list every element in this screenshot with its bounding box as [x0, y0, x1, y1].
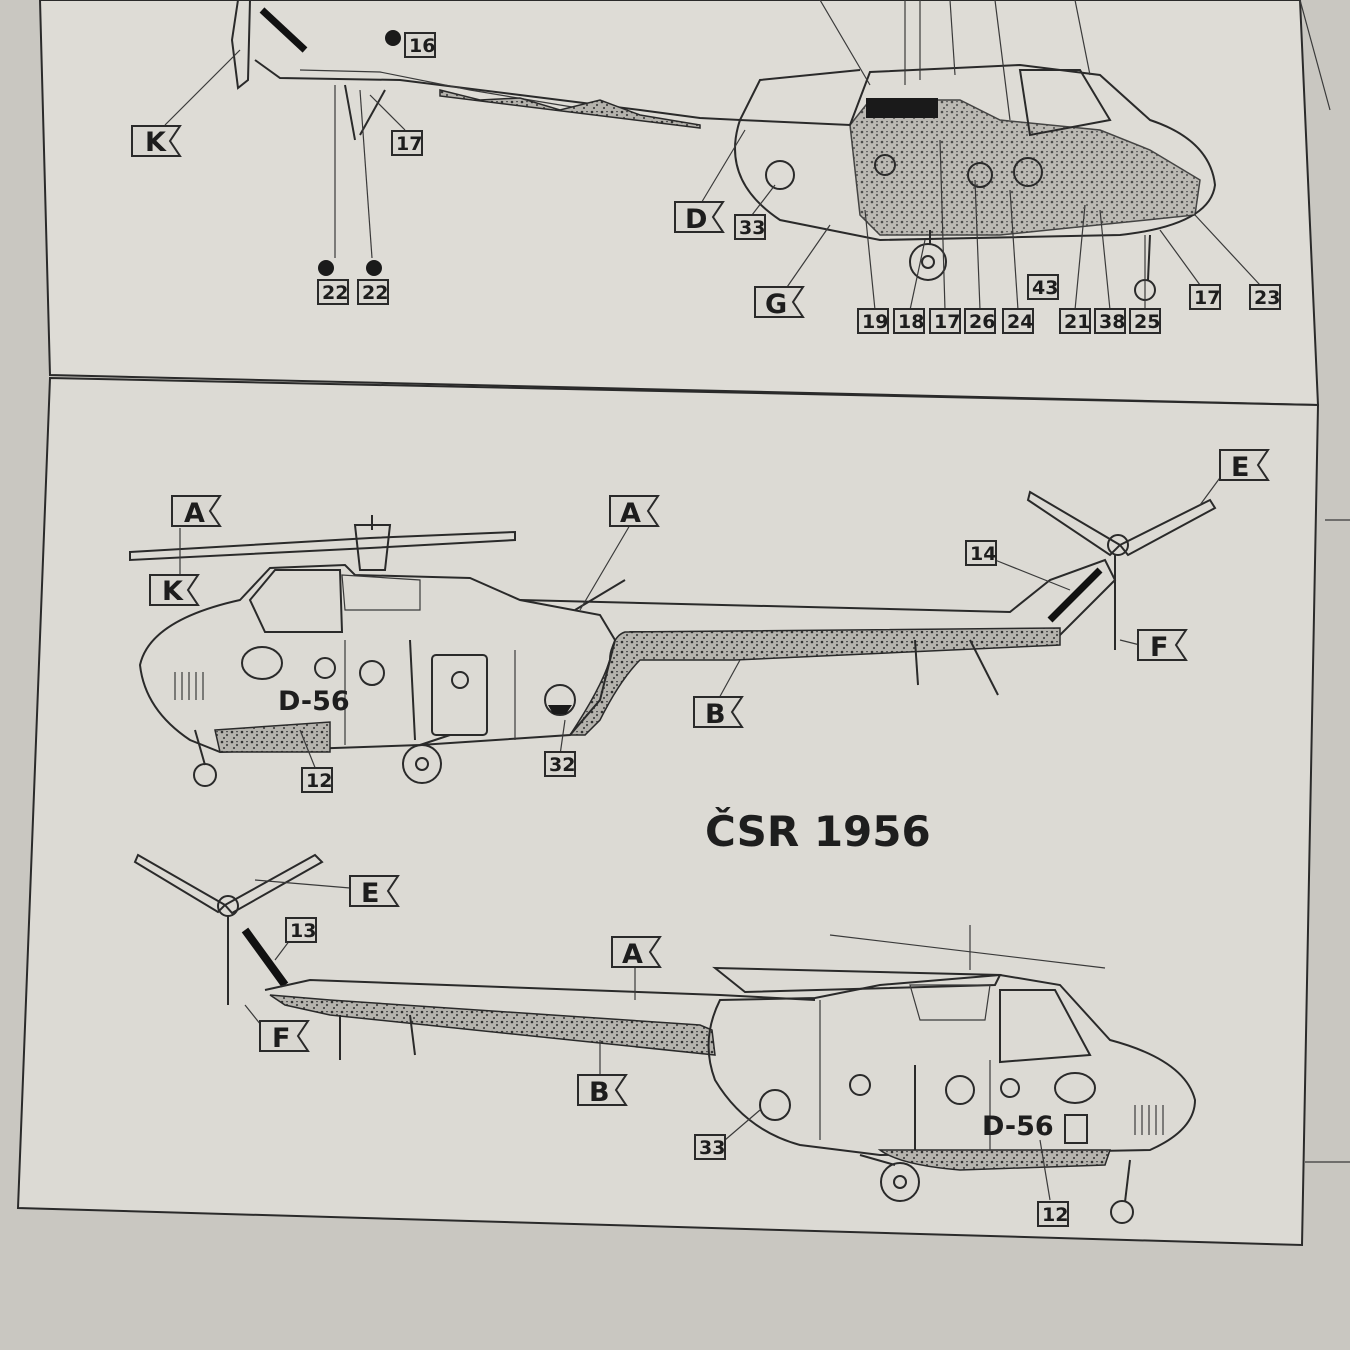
svg-text:32: 32 [549, 754, 575, 776]
svg-text:E: E [361, 878, 379, 909]
callout-19: 19 [857, 308, 889, 334]
svg-text:F: F [1150, 632, 1168, 663]
callout-B-middle: B [693, 696, 744, 730]
callout-D-top: D [674, 201, 725, 235]
callout-25: 25 [1129, 308, 1161, 334]
callout-B-bottom: B [577, 1074, 628, 1108]
callout-13: 13 [285, 917, 317, 943]
registration-marking-bottom: D-56 [982, 1111, 1054, 1142]
svg-text:33: 33 [699, 1137, 725, 1159]
svg-text:E: E [1231, 452, 1249, 483]
callout-E-middle: E [1219, 449, 1270, 483]
callout-33-bottom: 33 [694, 1134, 726, 1160]
top-helicopter [164, 0, 1261, 311]
middle-view-callouts: A K A E F B 14 12 32 [149, 449, 1270, 793]
callout-23: 23 [1249, 284, 1281, 310]
callout-18: 18 [893, 308, 925, 334]
callout-24: 24 [1002, 308, 1034, 334]
callout-17c: 17 [1189, 284, 1221, 310]
callout-26: 26 [964, 308, 996, 334]
middle-helicopter: D-56 [129, 474, 1223, 787]
callout-32: 32 [544, 751, 576, 777]
bottom-helicopter: D-56 [133, 853, 1197, 1224]
callout-A-2: A [609, 495, 660, 529]
callout-F-middle: F [1137, 629, 1188, 663]
svg-text:22: 22 [362, 282, 388, 304]
callout-K-top: K [131, 125, 182, 158]
callout-17b: 17 [929, 308, 961, 334]
svg-text:18: 18 [898, 311, 924, 333]
svg-text:16: 16 [409, 35, 435, 57]
svg-text:13: 13 [290, 920, 316, 942]
svg-text:12: 12 [306, 770, 332, 792]
callout-38: 38 [1094, 308, 1126, 334]
svg-text:23: 23 [1254, 287, 1280, 309]
svg-text:22: 22 [322, 282, 348, 304]
svg-text:17: 17 [934, 311, 960, 333]
top-view-callouts: K D G 16 17 22 22 33 19 18 17 26 24 43 2… [131, 32, 1281, 334]
caption-csr-1956: ČSR 1956 [705, 806, 931, 856]
svg-text:K: K [145, 127, 167, 158]
callout-12-bottom: 12 [1037, 1201, 1069, 1227]
callout-14: 14 [965, 540, 997, 566]
svg-text:B: B [589, 1077, 610, 1108]
callout-16: 16 [404, 32, 436, 58]
callout-K-middle: K [149, 574, 200, 607]
svg-text:25: 25 [1134, 311, 1160, 333]
svg-text:26: 26 [969, 311, 995, 333]
svg-text:12: 12 [1042, 1204, 1068, 1226]
callout-22b: 22 [357, 279, 389, 305]
svg-text:A: A [620, 498, 641, 529]
svg-text:21: 21 [1064, 311, 1090, 333]
callout-17a: 17 [391, 130, 423, 156]
callout-12-middle: 12 [301, 767, 333, 793]
lower-panel [16, 376, 1320, 1247]
svg-text:17: 17 [1194, 287, 1220, 309]
bottom-view-callouts: E F A B 13 33 12 [259, 875, 1069, 1227]
callout-33-top: 33 [734, 214, 766, 240]
callout-F-bottom: F [259, 1020, 310, 1054]
callout-A-bottom: A [611, 936, 662, 970]
svg-text:43: 43 [1032, 277, 1058, 299]
svg-text:K: K [162, 576, 184, 607]
callout-21: 21 [1059, 308, 1091, 334]
svg-text:D: D [685, 204, 707, 235]
svg-text:G: G [765, 289, 787, 320]
svg-text:F: F [272, 1023, 290, 1054]
callout-A-1: A [171, 495, 222, 529]
svg-text:38: 38 [1099, 311, 1125, 333]
svg-text:14: 14 [970, 543, 996, 565]
svg-text:19: 19 [862, 311, 888, 333]
svg-text:17: 17 [396, 133, 422, 155]
callout-E-bottom: E [349, 875, 400, 909]
callout-G-top: G [754, 286, 805, 320]
registration-marking-middle: D-56 [278, 686, 350, 717]
callout-22a: 22 [317, 279, 349, 305]
svg-text:A: A [184, 498, 205, 529]
svg-text:33: 33 [739, 217, 765, 239]
svg-text:24: 24 [1007, 311, 1033, 333]
callout-43: 43 [1027, 274, 1059, 300]
svg-text:B: B [705, 699, 726, 730]
svg-text:A: A [622, 939, 643, 970]
